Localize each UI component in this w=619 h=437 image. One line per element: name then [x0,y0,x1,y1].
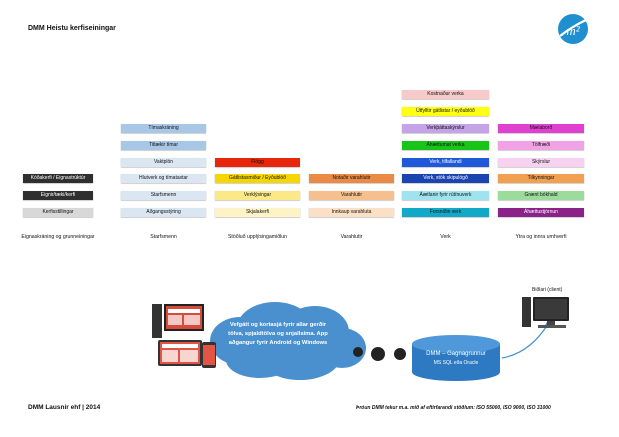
module-cell: Verk, stök skipulögð [402,174,489,184]
module-cell: Verklýsingar [215,191,300,201]
category-label: Eignaskráning og grunneiningar [21,234,95,240]
module-cell: Notaðir varahlutir [309,174,394,184]
logo: m² [558,14,588,44]
page-title: DMM Heistu kerfiseiningar [28,25,116,32]
database-subtitle: MS SQL eða Oracle [433,360,479,366]
category-label: Stöðluð upplýsingamiðlun [227,234,288,240]
cloud-shape [210,302,366,380]
module-cell: Forsniðin verk [402,208,489,217]
database-icon [412,335,500,381]
module-cell: Verk, tilfallandi [402,157,489,167]
client-label: Biðlari (client) [532,287,563,293]
devices-icon [152,304,216,368]
footer-company: DMM Lausnir ehf | 2014 [28,404,101,411]
module-cell: Áætlanir fyrir rútínuverk [402,191,489,201]
module-cell: Tiltækir tímar [121,140,206,150]
svg-text:m²: m² [566,23,580,38]
module-cell: Skýrslur [498,157,584,167]
module-cell: Kerfisstillingar [23,208,93,217]
module-cell: Áhættumat verka [402,140,489,150]
footer-standards: Þróun DMM tekur m.a. mið af eftirfarandi… [356,405,551,411]
module-cell: Gátlistasmiður / Eyðublöð [215,174,300,184]
connector-dots [353,347,406,361]
module-cell: Grænt bókhald [498,191,584,201]
module-cell: Tilkynningar [498,174,584,184]
module-cell: Kostnaður verka [402,90,489,100]
module-cell: Aðgangsstýring [121,208,206,217]
module-cell: Tímaskráning [121,124,206,133]
category-label: Varahlutir [340,234,363,240]
database-label: DMM – Gagnagrunnur MS SQL eða Oracle [414,350,498,368]
module-cell: Mælaborð [498,124,584,133]
module-cell: Starfsmenn [121,191,206,201]
category-label: Verk [440,234,451,240]
cloud-text: Vefgátt og kortasjá fyrir allar gerðir t… [228,322,328,346]
module-cell: Eignir/tæki/kerfi [23,191,93,201]
module-cell: Varahlutir [309,191,394,201]
module-cell: Áhættustjórnun [498,208,584,217]
category-label: Starfsmenn [150,234,177,240]
module-cell: Tölfræði [498,140,584,150]
module-cell: Útfylltir gátlistar / eyðublöð [402,107,489,117]
module-cell: Verkþáttaskýrslur [402,124,489,133]
client-computer-icon [522,297,569,328]
module-cell: Skjalakerfi [215,208,300,217]
module-cell: Hlutverk og tímataxtar [121,174,206,184]
module-cell: Innkaup varahluta [309,208,394,217]
category-label: Ytra og innra umhverfi [515,234,567,240]
module-cell: Kóðakerfi / Eignastrúktúr [23,174,93,184]
database-title: DMM – Gagnagrunnur [426,351,486,357]
module-cell: Flögg [215,157,300,167]
module-cell: Vaktplön [121,157,206,167]
